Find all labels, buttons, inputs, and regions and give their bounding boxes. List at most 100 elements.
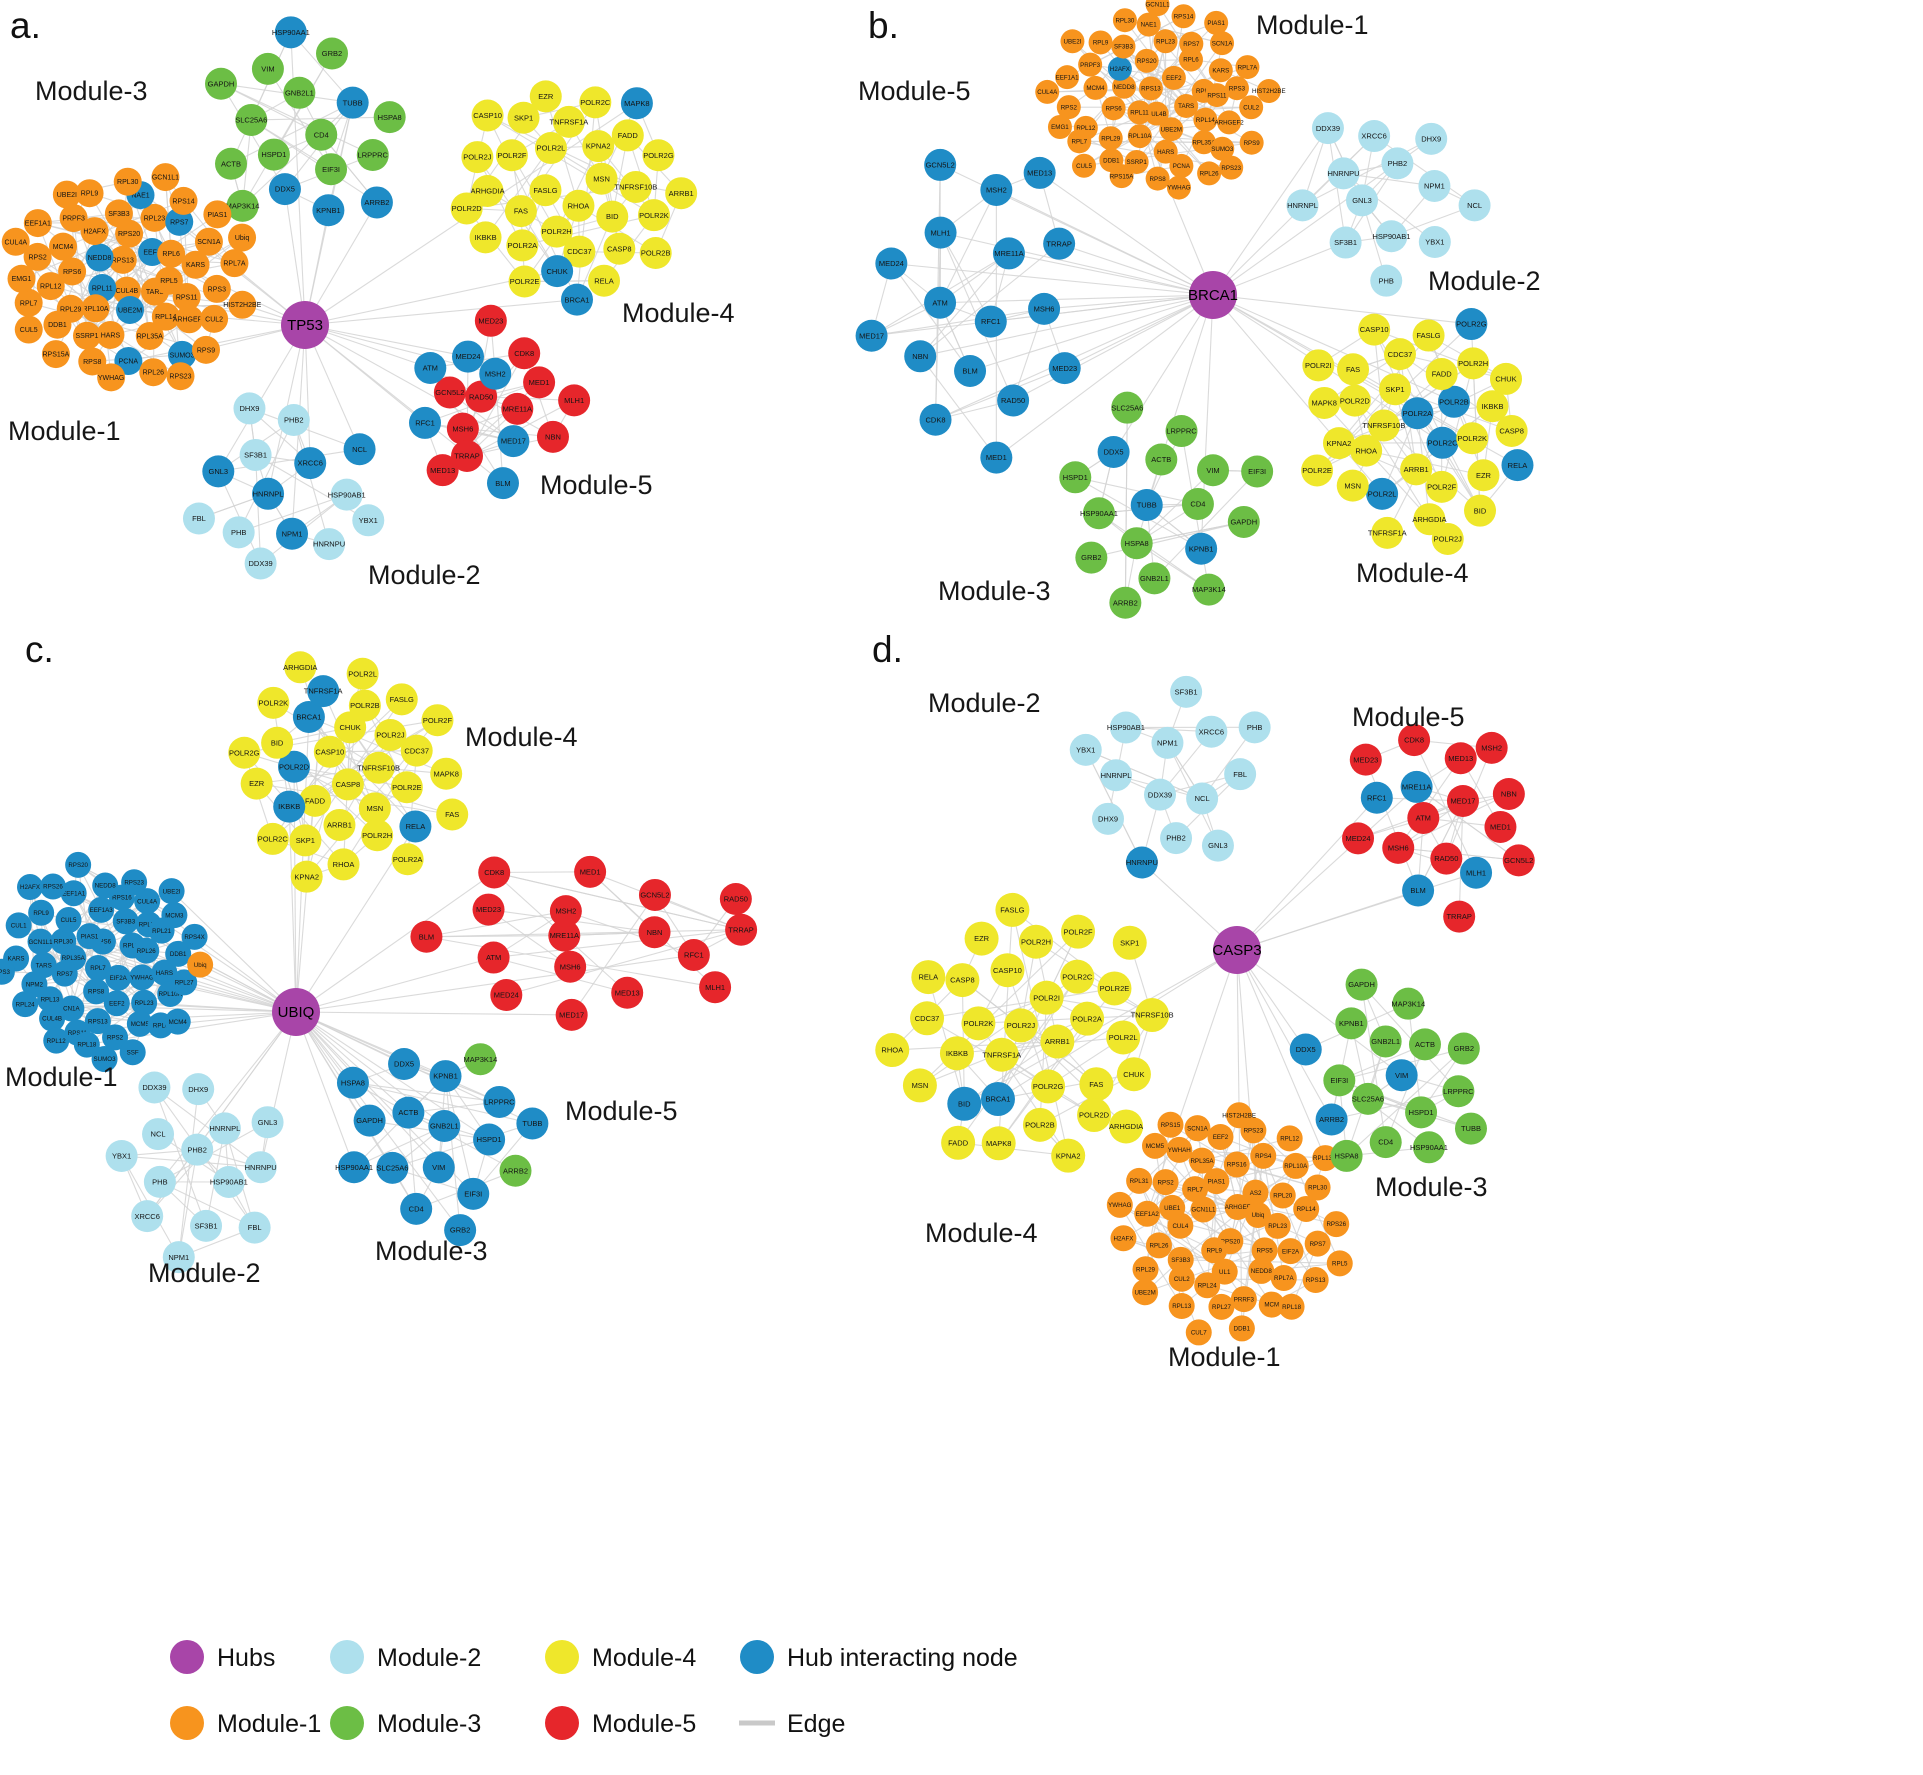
gene-node[interactable] — [1111, 391, 1144, 424]
gene-node[interactable] — [88, 896, 115, 923]
gene-node[interactable] — [639, 237, 672, 270]
gene-node[interactable] — [1446, 784, 1479, 817]
gene-node[interactable] — [964, 921, 999, 956]
gene-node[interactable] — [1425, 358, 1458, 391]
gene-node[interactable] — [548, 919, 581, 952]
gene-node[interactable] — [1458, 189, 1491, 222]
gene-node[interactable] — [1418, 226, 1451, 259]
gene-node[interactable] — [980, 441, 1013, 474]
gene-node[interactable] — [1326, 1250, 1353, 1277]
gene-node[interactable] — [39, 1005, 66, 1032]
gene-node[interactable] — [1304, 1174, 1331, 1201]
gene-node[interactable] — [1322, 427, 1355, 460]
gene-node[interactable] — [212, 1165, 245, 1198]
gene-node[interactable] — [473, 1123, 506, 1156]
gene-node[interactable] — [911, 960, 946, 995]
gene-node[interactable] — [17, 874, 44, 901]
gene-node[interactable] — [1153, 139, 1178, 164]
gene-node[interactable] — [392, 1096, 425, 1129]
gene-node[interactable] — [374, 719, 407, 752]
gene-node[interactable] — [1211, 1258, 1238, 1285]
gene-node[interactable] — [1412, 1131, 1445, 1164]
gene-node[interactable] — [1270, 1265, 1297, 1292]
gene-node[interactable] — [1407, 801, 1440, 834]
gene-node[interactable] — [361, 819, 394, 852]
gene-node[interactable] — [1256, 79, 1281, 104]
gene-node[interactable] — [855, 319, 888, 352]
gene-node[interactable] — [1204, 83, 1229, 108]
gene-node[interactable] — [444, 1214, 477, 1247]
gene-node[interactable] — [1159, 1194, 1186, 1221]
gene-node[interactable] — [171, 969, 198, 996]
gene-node[interactable] — [1381, 147, 1414, 180]
gene-node[interactable] — [1400, 770, 1433, 803]
gene-node[interactable] — [1443, 900, 1476, 933]
gene-node[interactable] — [1035, 79, 1060, 104]
gene-node[interactable] — [1144, 101, 1169, 126]
gene-node[interactable] — [429, 1060, 462, 1093]
gene-node[interactable] — [139, 358, 168, 387]
gene-node[interactable] — [168, 340, 197, 369]
gene-node[interactable] — [175, 305, 204, 334]
hub-node[interactable] — [1189, 271, 1237, 319]
gene-node[interactable] — [1152, 1169, 1179, 1196]
gene-node[interactable] — [1197, 161, 1222, 186]
gene-node[interactable] — [75, 179, 104, 208]
gene-node[interactable] — [1412, 319, 1445, 352]
gene-node[interactable] — [980, 1082, 1015, 1117]
gene-node[interactable] — [97, 363, 126, 392]
gene-node[interactable] — [1208, 1293, 1235, 1320]
gene-node[interactable] — [240, 767, 273, 800]
gene-node[interactable] — [1069, 733, 1102, 766]
gene-node[interactable] — [14, 315, 43, 344]
gene-node[interactable] — [1475, 731, 1508, 764]
gene-node[interactable] — [1075, 541, 1108, 574]
gene-node[interactable] — [65, 851, 92, 878]
gene-node[interactable] — [457, 1177, 490, 1210]
gene-node[interactable] — [477, 941, 510, 974]
gene-node[interactable] — [508, 265, 541, 298]
gene-node[interactable] — [1109, 164, 1134, 189]
gene-node[interactable] — [356, 139, 389, 172]
gene-node[interactable] — [1159, 117, 1184, 142]
gene-node[interactable] — [974, 305, 1007, 338]
gene-node[interactable] — [284, 651, 317, 684]
gene-node[interactable] — [1077, 1097, 1112, 1132]
gene-node[interactable] — [1492, 777, 1525, 810]
gene-node[interactable] — [939, 1036, 974, 1071]
gene-node[interactable] — [555, 998, 588, 1031]
gene-node[interactable] — [1239, 130, 1264, 155]
gene-node[interactable] — [400, 734, 433, 767]
gene-node[interactable] — [1101, 96, 1126, 121]
gene-node[interactable] — [1226, 1102, 1253, 1129]
gene-node[interactable] — [1, 227, 30, 256]
gene-node[interactable] — [947, 1086, 982, 1121]
gene-node[interactable] — [450, 192, 483, 225]
gene-node[interactable] — [504, 195, 537, 228]
gene-node[interactable] — [1228, 1315, 1255, 1342]
gene-node[interactable] — [208, 1112, 241, 1145]
gene-node[interactable] — [235, 103, 268, 136]
gene-node[interactable] — [194, 227, 223, 256]
gene-node[interactable] — [172, 282, 201, 311]
gene-node[interactable] — [1031, 1069, 1066, 1104]
gene-node[interactable] — [1168, 1265, 1195, 1292]
gene-node[interactable] — [1109, 586, 1142, 619]
gene-node[interactable] — [1098, 126, 1123, 151]
gene-node[interactable] — [336, 1066, 369, 1099]
gene-node[interactable] — [552, 105, 585, 138]
gene-node[interactable] — [1070, 1001, 1105, 1036]
gene-node[interactable] — [1060, 29, 1085, 54]
gene-node[interactable] — [1224, 758, 1257, 791]
gene-node[interactable] — [129, 964, 156, 991]
gene-node[interactable] — [1112, 925, 1147, 960]
gene-node[interactable] — [1157, 1111, 1184, 1138]
gene-node[interactable] — [330, 478, 363, 511]
gene-node[interactable] — [92, 872, 119, 899]
gene-node[interactable] — [1323, 1064, 1356, 1097]
gene-node[interactable] — [1400, 453, 1433, 486]
gene-node[interactable] — [104, 199, 133, 228]
gene-node[interactable] — [1502, 844, 1535, 877]
gene-node[interactable] — [461, 141, 494, 174]
gene-node[interactable] — [995, 892, 1030, 927]
